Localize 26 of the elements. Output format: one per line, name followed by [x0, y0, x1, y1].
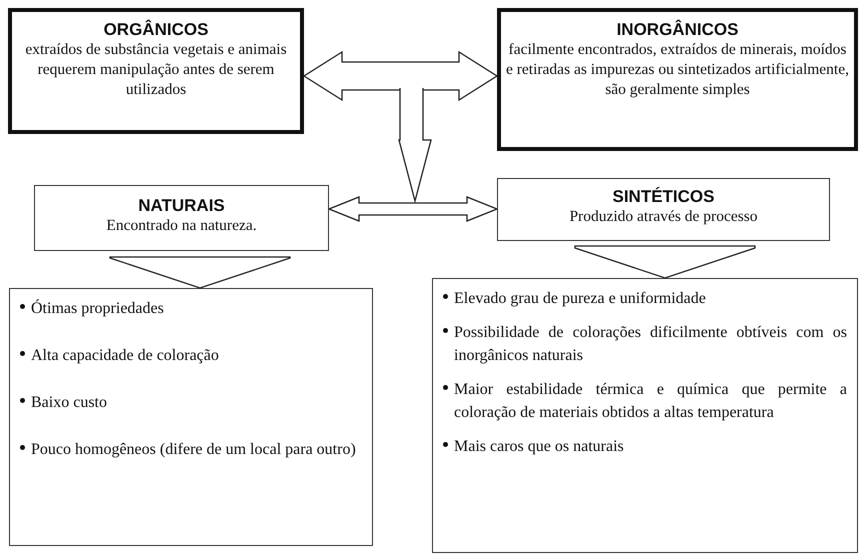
- list-item: Ótimas propriedades: [31, 298, 165, 319]
- box-description: facilmente encontrados, extraídos de minerais, moídos e retiradas as impurezas ou sintetizados artificialmente, são geralmente simples: [504, 40, 850, 100]
- list-item: Alta capacidade de coloração: [31, 346, 220, 366]
- list-item: Possibilidade de colorações dificilmente obtíveis com os inorgânicos naturais: [454, 323, 847, 366]
- box-description: Produzido através de processo: [568, 207, 759, 227]
- down-arrow: [574, 245, 756, 279]
- box-description: extraídos de substância vegetais e animais requerem manipulação antes de serem utilizados: [24, 40, 288, 100]
- box-heading: INORGÂNICOS: [616, 20, 740, 40]
- box-description: Encontrado na natureza.: [105, 216, 258, 236]
- list-item: Baixo custo: [31, 393, 108, 413]
- box-heading: NATURAIS: [137, 196, 226, 216]
- category-box: [497, 8, 858, 151]
- category-box: [8, 8, 304, 134]
- list-item: Pouco homogêneos (difere de um local para outro): [31, 440, 357, 460]
- box-heading: SINTÉTICOS: [611, 187, 716, 207]
- list-item: Maior estabilidade térmica e química que permite a coloração de materiais obtidos a altas temperatura: [454, 380, 847, 423]
- list-box: [432, 278, 858, 553]
- list-item: Mais caros que os naturais: [454, 437, 625, 457]
- list-item: Elevado grau de pureza e uniformidade: [454, 289, 707, 309]
- box-heading: ORGÂNICOS: [102, 20, 210, 40]
- down-arrow: [109, 256, 291, 289]
- list-box: [9, 288, 373, 546]
- category-box: [34, 185, 329, 251]
- double-arrow: [327, 196, 499, 222]
- category-box: [497, 178, 830, 241]
- double-arrow: [302, 50, 498, 102]
